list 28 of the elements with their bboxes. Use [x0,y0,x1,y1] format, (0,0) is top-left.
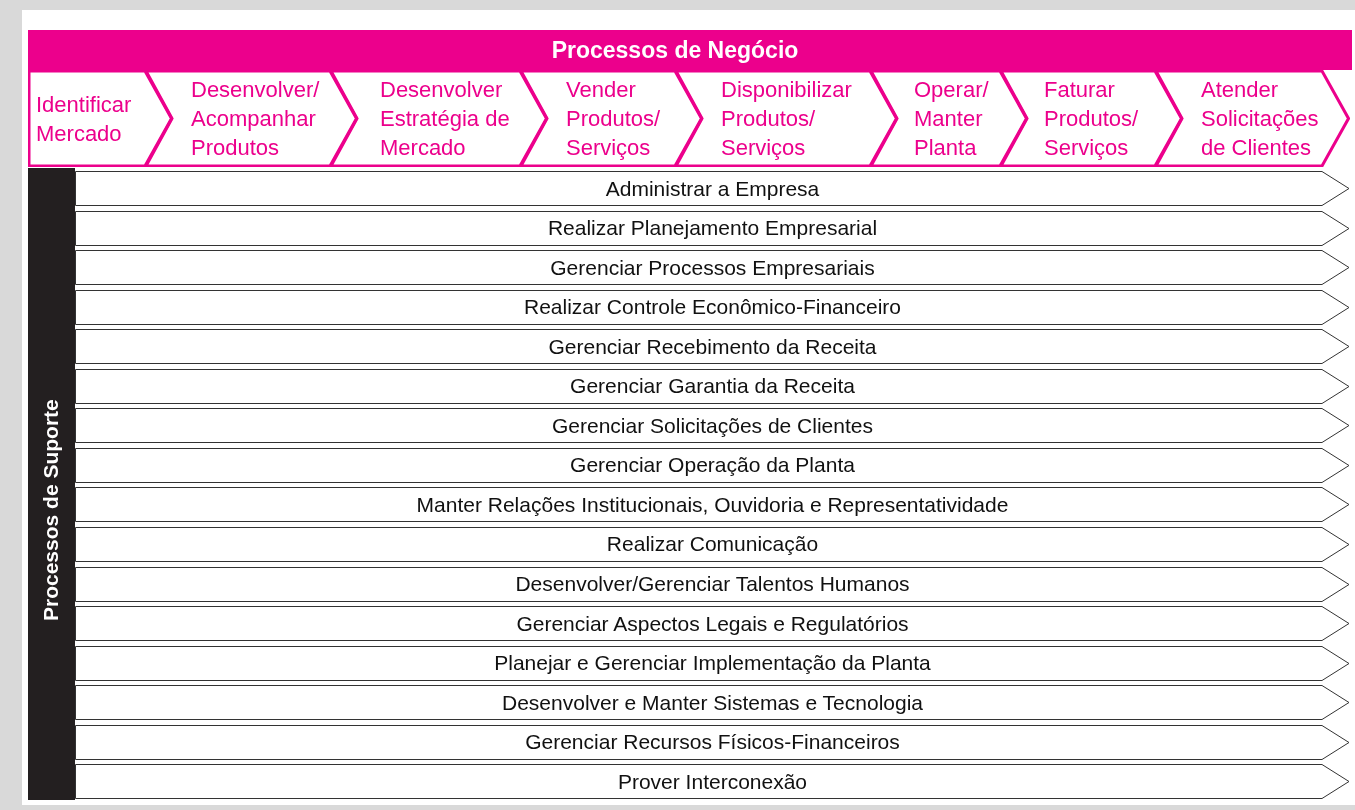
process-arrow-bar: Prover Interconexão [75,764,1350,800]
chevron-step: Identificar Mercado [28,70,173,167]
process-arrow-bar: Realizar Controle Econômico-Financeiro [75,289,1350,325]
process-arrow-bar: Desenvolver/Gerenciar Talentos Humanos [75,566,1350,602]
process-arrow-bar: Gerenciar Operação da Planta [75,447,1350,483]
process-arrow-bar: Gerenciar Garantia da Receita [75,368,1350,404]
chevron-step: Faturar Produtos/ Serviços [1000,70,1183,167]
band-title: Processos de Suporte [38,398,63,623]
process-arrow-bar: Realizar Planejamento Empresarial [75,210,1350,246]
process-arrow-bar: Gerenciar Recursos Físicos-Financeiros [75,724,1350,760]
chevron-step: Disponibilizar Produtos/ Serviços [675,70,898,167]
process-arrow-bar: Gerenciar Aspectos Legais e Regulatórios [75,606,1350,642]
process-arrow-bar: Gerenciar Solicitações de Clientes [75,408,1350,444]
band-title: Processos de Negócio [550,36,800,65]
process-arrow-bar: Desenvolver e Manter Sistemas e Tecnologia [75,685,1350,721]
process-arrow-bar: Gerenciar Recebimento da Receita [75,329,1350,365]
process-arrow-bar: Administrar a Empresa [75,171,1350,206]
chevron-step: Desenvolver Estratégia de Mercado [330,70,548,167]
chevron-step: Desenvolver/ Acompanhar Produtos [145,70,358,167]
process-band [28,30,1352,168]
chevron-step: Operar/ Manter Planta [870,70,1028,167]
process-arrow-bar: Planejar e Gerenciar Implementação da Planta [75,645,1350,681]
chevron-step: Atender Solicitações de Clientes [1155,70,1350,167]
chevron-step: Vender Produtos/ Serviços [520,70,703,167]
vertical-band [28,168,75,800]
process-arrow-bar: Manter Relações Institucionais, Ouvidoria e Representatividade [75,487,1350,523]
process-arrow-bar: Gerenciar Processos Empresariais [75,250,1350,286]
process-arrow-bar: Realizar Comunicação [75,526,1350,562]
